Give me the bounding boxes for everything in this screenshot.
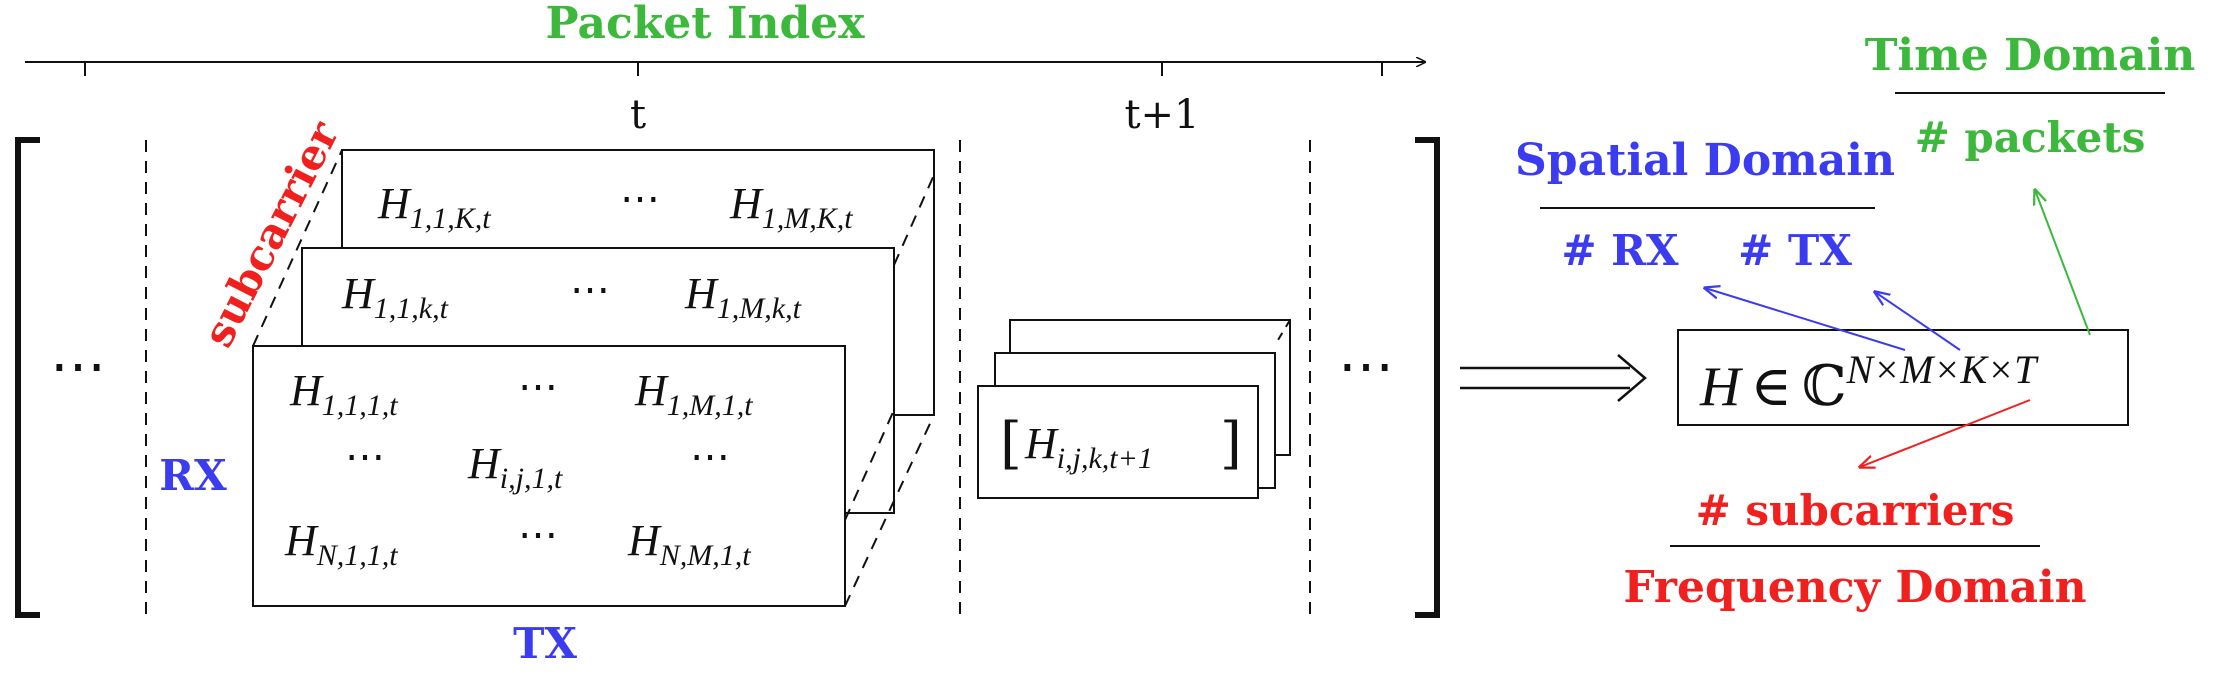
front-h-N-1-1-t: HN,1,1,t (284, 516, 398, 572)
spatial-domain-rx: # RX (1561, 226, 1679, 275)
time-domain-packets: # packets (1915, 113, 2146, 162)
implies-arrow (1460, 354, 1647, 402)
arrow-to-subcarriers (1860, 399, 2031, 467)
next-bracket-right: ] (1220, 411, 1242, 476)
front-h-N-M-1-t: HN,M,1,t (627, 516, 751, 572)
front-h-i-j-1-t: Hi,j,1,t (467, 439, 563, 495)
tx-label: TX (513, 619, 577, 668)
back-h-1-M-K-t: H1,M,K,t (729, 179, 853, 235)
right-bracket (1415, 137, 1440, 618)
front-r2-dots-left: ⋯ (345, 434, 385, 480)
mid-h-1-M-k-t: H1,M,k,t (684, 269, 802, 325)
arrow-to-rx (1705, 288, 1906, 351)
rx-label: RX (159, 451, 227, 500)
back-h-1-1-K-t: H1,1,K,t (377, 179, 491, 235)
mid-h-1-1-k-t: H1,1,k,t (341, 269, 449, 325)
time-label-t: t (630, 92, 646, 138)
timeline-axis (25, 62, 1425, 76)
time-domain-title: Time Domain (1865, 30, 2196, 81)
next-bracket-left: [ (1000, 411, 1022, 476)
mid-dots: ⋯ (570, 267, 610, 313)
left-ellipsis: ⋯ (50, 334, 106, 399)
spatial-domain-title: Spatial Domain (1515, 135, 1895, 186)
freq-domain-title: Frequency Domain (1623, 562, 2086, 613)
depth-edges (252, 149, 935, 607)
slice-front (252, 345, 846, 607)
front-h-1-M-1-t: H1,M,1,t (634, 366, 753, 422)
left-bracket (15, 137, 40, 618)
arrow-to-packets (2035, 190, 2091, 336)
packet-index-title: Packet Index (546, 0, 866, 49)
tensor-formula: H∈ℂN×M×K×T (1699, 347, 2039, 419)
front-r2-dots-right: ⋯ (690, 434, 730, 480)
dashed-separators (145, 140, 1311, 615)
time-label-t1: t+1 (1124, 92, 1199, 138)
next-slice-front (977, 385, 1259, 499)
next-h-i-j-k-t1: Hi,j,k,t+1 (1024, 419, 1153, 475)
front-r3-dots: ⋯ (518, 512, 558, 558)
freq-domain-subcarriers: # subcarriers (1696, 486, 2015, 535)
front-h-1-1-1-t: H1,1,1,t (289, 366, 398, 422)
spatial-domain-tx: # TX (1738, 226, 1852, 275)
right-ellipsis: ⋯ (1338, 334, 1394, 399)
next-depth-edges (1277, 319, 1291, 341)
arrow-to-tx (1875, 292, 1961, 351)
formula-box (1677, 329, 2129, 426)
front-r1-dots: ⋯ (518, 364, 558, 410)
back-dots: ⋯ (620, 176, 660, 222)
